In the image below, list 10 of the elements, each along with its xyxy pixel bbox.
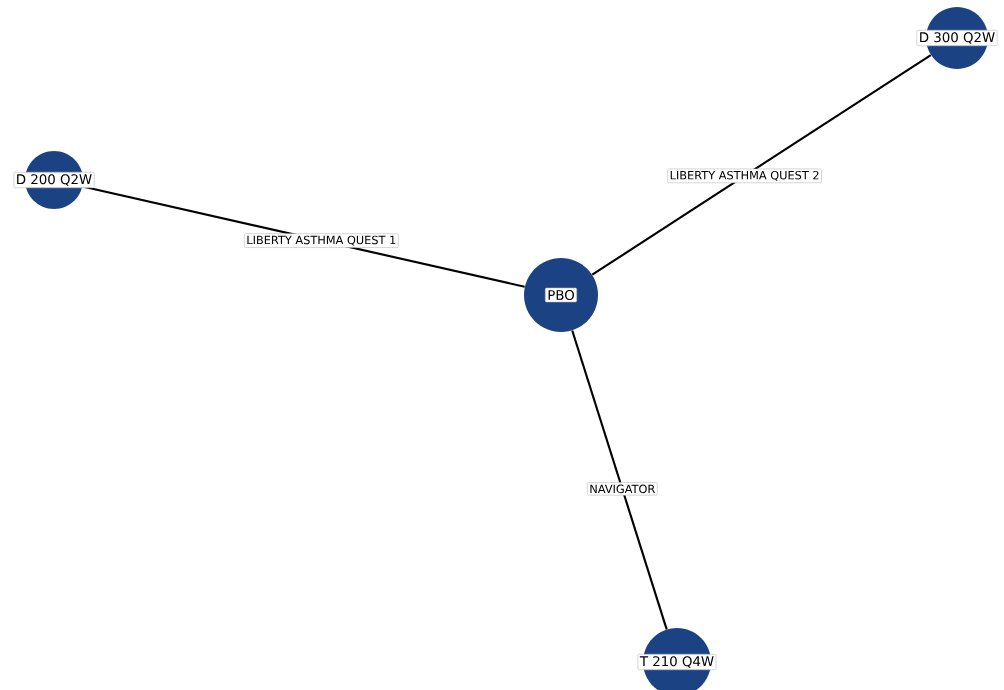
node-label: D 300 Q2W — [916, 29, 998, 47]
connector-line — [591, 54, 932, 276]
node-label: PBO — [545, 287, 577, 303]
node-circle — [524, 258, 598, 332]
edge-label: LIBERTY ASTHMA QUEST 1 — [244, 233, 399, 248]
node-label: T 210 Q4W — [637, 653, 717, 671]
connector-line — [571, 330, 668, 630]
node-label: D 200 Q2W — [13, 171, 95, 189]
edge-label: NAVIGATOR — [587, 482, 658, 496]
edge-label: LIBERTY ASTHMA QUEST 2 — [667, 168, 822, 184]
